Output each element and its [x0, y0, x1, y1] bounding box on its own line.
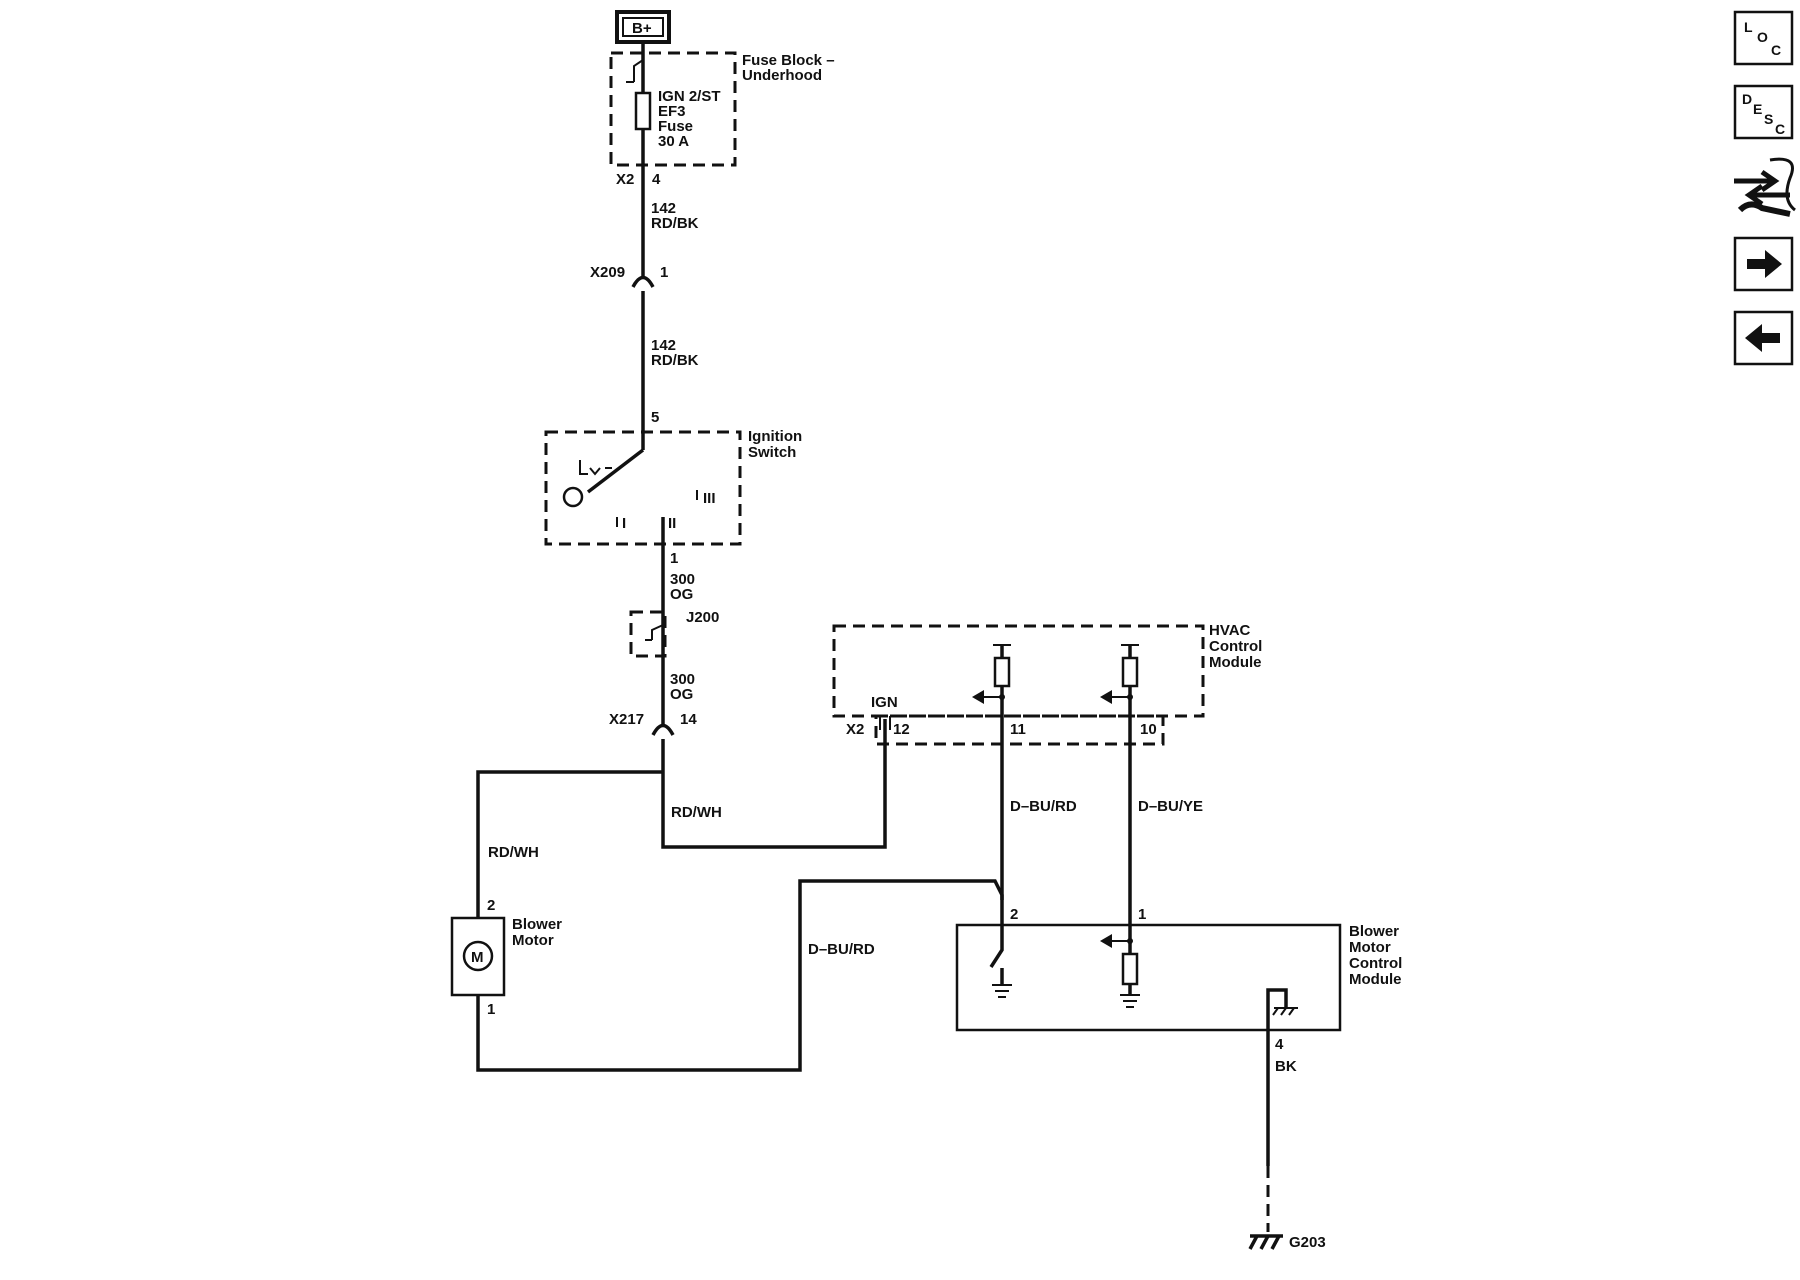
x209-label: X209 — [590, 264, 625, 281]
wire-dbu-ye-label: D–BU/YE — [1138, 798, 1203, 815]
wire-142-color: RD/BK — [651, 215, 699, 232]
wire-300b-circuit: 300 — [670, 671, 695, 688]
ground-label: G203 — [1289, 1234, 1326, 1251]
hvac-title-1: HVAC — [1209, 622, 1251, 639]
wire-rdwh-hvac-label: RD/WH — [671, 804, 722, 821]
ignition-switch-pivot — [562, 486, 584, 508]
x217-pin: 14 — [680, 711, 697, 728]
motor-symbol: M — [471, 949, 484, 966]
ignition-pin-out: 1 — [670, 550, 678, 567]
hvac-ign-label: IGN — [871, 694, 898, 711]
hvac-connector-outline — [874, 714, 1165, 746]
loc-letter-l: L — [1744, 19, 1753, 35]
bmcm-switch-to-ground — [989, 925, 1012, 998]
blower-motor-title-1: Blower — [512, 916, 562, 933]
bmcm-chassis-ground — [1266, 988, 1298, 1030]
bmcm-outline — [955, 923, 1342, 1032]
j200-label: J200 — [686, 609, 719, 626]
wire-142-circuit: 142 — [651, 200, 676, 217]
fuse-label-4: 30 A — [658, 133, 689, 150]
fuse-label-1: IGN 2/ST — [658, 88, 721, 105]
previous-button[interactable] — [1733, 310, 1794, 366]
x217-connector-symbol — [651, 723, 675, 736]
connector-service-icon[interactable] — [1734, 157, 1796, 217]
bmcm-title-2: Motor — [1349, 939, 1391, 956]
hvac-pullup-a — [972, 644, 1011, 900]
ignition-switch-blade — [586, 448, 645, 494]
ignition-title-1: Ignition — [748, 428, 802, 445]
desc-letter-s: S — [1764, 111, 1773, 127]
hvac-title-3: Module — [1209, 654, 1262, 671]
next-button[interactable] — [1733, 236, 1794, 292]
x217-label: X217 — [609, 711, 644, 728]
fuse-icon — [634, 91, 652, 131]
fuse-connector-label: X2 — [616, 171, 634, 188]
hvac-pin-ign: 12 — [893, 721, 910, 738]
wire-142b-circuit: 142 — [651, 337, 676, 354]
ground-g203-symbol — [1248, 1234, 1283, 1250]
blower-motor-pin-top: 2 — [487, 897, 495, 914]
loc-letter-o: O — [1757, 29, 1768, 45]
fuse-block-title-2: Underhood — [742, 67, 822, 84]
j200-splice-outline — [629, 610, 667, 658]
wire-300-color: OG — [670, 586, 693, 603]
fuse-pin-label: 4 — [652, 171, 661, 188]
wire-300b-color: OG — [670, 686, 693, 703]
bmcm-pin-1: 1 — [1138, 906, 1146, 923]
bmcm-pulldown — [1100, 928, 1140, 1008]
wire-300-circuit: 300 — [670, 571, 695, 588]
bmcm-pin-4: 4 — [1275, 1036, 1284, 1053]
wire-dbu-rd-label: D–BU/RD — [1010, 798, 1077, 815]
wire-rdwh-motor-label: RD/WH — [488, 844, 539, 861]
blower-motor-title-2: Motor — [512, 932, 554, 949]
wire-dbu-rd-lower-label: D–BU/RD — [808, 941, 875, 958]
arrow-left-icon — [1745, 324, 1780, 352]
fuse-label-2: EF3 — [658, 103, 686, 120]
description-button[interactable]: D E S C — [1733, 84, 1794, 140]
location-button[interactable]: L O C — [1733, 10, 1794, 66]
desc-letter-c: C — [1775, 121, 1785, 137]
fuse-block-title-1: Fuse Block – — [742, 52, 835, 69]
wire-bk-label: BK — [1275, 1058, 1297, 1075]
fuse-block-outline — [609, 51, 737, 167]
power-label: B+ — [632, 20, 652, 37]
hvac-title-2: Control — [1209, 638, 1262, 655]
fuse-label-3: Fuse — [658, 118, 693, 135]
x209-connector-symbol — [631, 275, 655, 288]
battery-positive-source: B+ — [615, 10, 671, 44]
desc-letter-d: D — [1742, 91, 1752, 107]
bmcm-title-4: Module — [1349, 971, 1402, 988]
ignition-pos-3: III — [703, 490, 716, 507]
x209-pin: 1 — [660, 264, 668, 281]
hvac-pullup-b — [1100, 644, 1139, 928]
hvac-connector-label: X2 — [846, 721, 864, 738]
ignition-key-icon — [579, 460, 612, 476]
desc-letter-e: E — [1753, 101, 1762, 117]
ignition-pos-1: I — [622, 515, 626, 532]
loc-letter-c: C — [1771, 42, 1781, 58]
bmcm-title-1: Blower — [1349, 923, 1399, 940]
arrow-right-icon — [1747, 250, 1782, 278]
hvac-pin-b: 10 — [1140, 721, 1157, 738]
wire-142b-color: RD/BK — [651, 352, 699, 369]
motor-icon — [462, 940, 494, 972]
bmcm-pin-2: 2 — [1010, 906, 1018, 923]
ignition-pin-in: 5 — [651, 409, 659, 426]
hvac-pin-a: 11 — [1010, 721, 1026, 738]
ignition-pos-2: II — [668, 515, 676, 532]
bmcm-title-3: Control — [1349, 955, 1402, 972]
ignition-switch-outline — [544, 430, 742, 546]
blower-motor-pin-bottom: 1 — [487, 1001, 495, 1018]
ignition-title-2: Switch — [748, 444, 796, 461]
